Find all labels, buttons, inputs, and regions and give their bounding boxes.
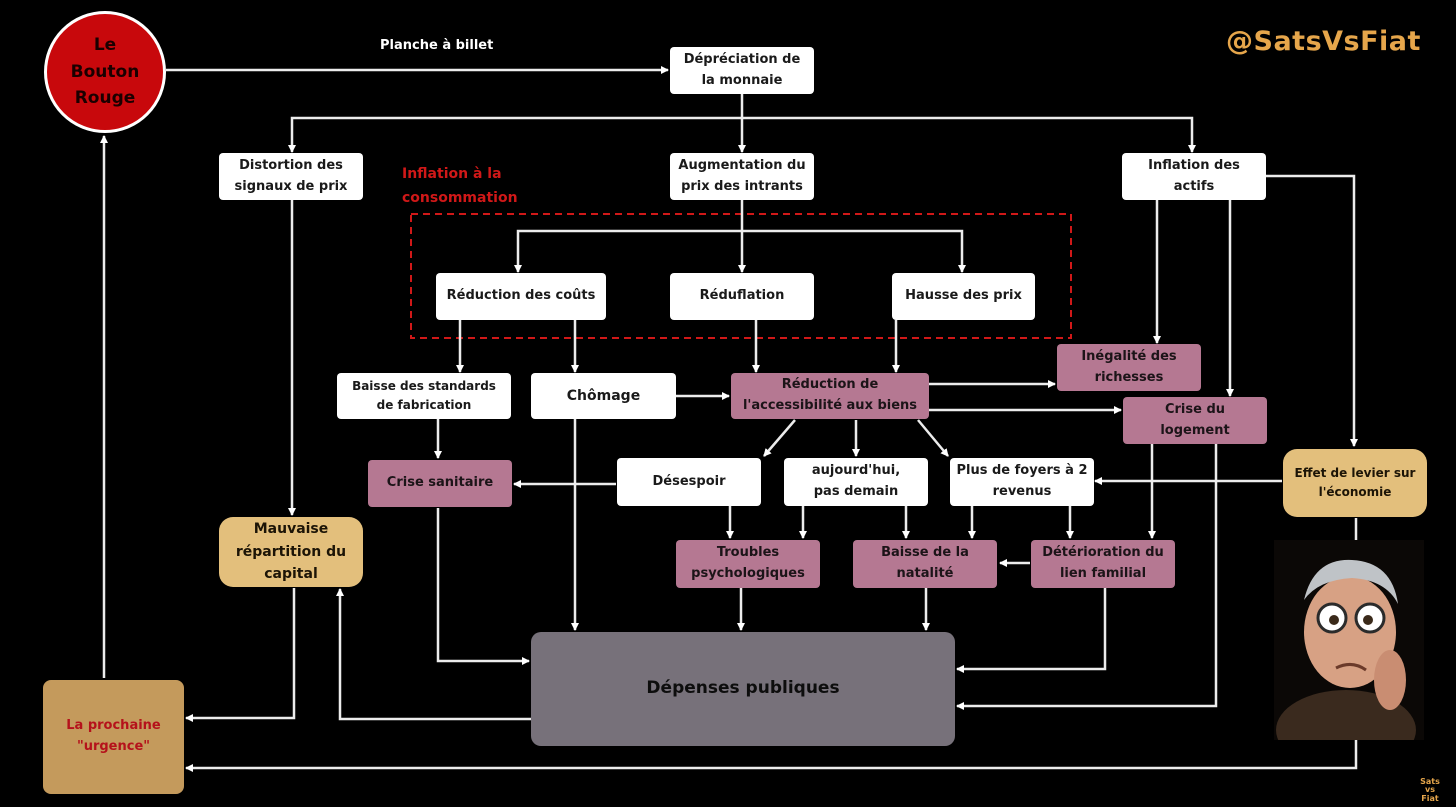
node-crise-logement: Crise du logement <box>1123 397 1267 444</box>
node-mauvaise-repartition: Mauvaise répartition du capital <box>219 517 363 587</box>
node-inflation-actifs: Inflation des actifs <box>1122 153 1266 200</box>
node-baisse-standards: Baisse des standards de fabrication <box>337 373 511 419</box>
arrow-group-hausse-prix <box>742 229 966 273</box>
arrow-access-desespoir <box>763 419 796 457</box>
node-hausse-prix: Hausse des prix <box>892 273 1035 320</box>
node-reduflation: Réduflation <box>670 273 814 320</box>
node-troubles: Troubles psychologiques <box>676 540 820 588</box>
arrow-bus-distortion <box>288 116 742 153</box>
node-chomage: Chômage <box>531 373 676 419</box>
arrow-logement-depenses <box>956 444 1218 710</box>
node-augmentation: Augmentation du prix des intrants <box>670 153 814 200</box>
arrow-bus-inflation-actifs <box>742 116 1196 153</box>
node-effet-levier: Effet de levier sur l'économie <box>1283 449 1427 517</box>
inflation-group-label: Inflation à la consommation <box>402 166 518 206</box>
red-button-node: Le Bouton Rouge <box>44 11 166 133</box>
node-depenses-publiques: Dépenses publiques <box>531 632 955 746</box>
arrow-mauvaise-urgence <box>185 588 296 722</box>
node-desespoir: Désespoir <box>617 458 761 506</box>
worried-old-man-icon <box>1274 540 1424 740</box>
arrow-group-reduction-couts <box>514 229 742 273</box>
arrow-access-foyers <box>917 419 949 457</box>
arrow-sanitaire-depenses <box>436 508 530 665</box>
node-depreciation: Dépréciation de la monnaie <box>670 47 814 94</box>
arrow-deterioration-depenses <box>956 588 1107 673</box>
node-foyers: Plus de foyers à 2 revenus <box>950 458 1094 506</box>
channel-watermark: @SatsVsFiat <box>1226 26 1421 57</box>
node-crise-sanitaire: Crise sanitaire <box>368 460 512 507</box>
node-baisse-natalite: Baisse de la natalité <box>853 540 997 588</box>
node-aujourdhui: aujourd'hui, pas demain <box>784 458 928 506</box>
arrow-actifs-levier <box>1266 174 1358 447</box>
node-deterioration: Détérioration du lien familial <box>1031 540 1175 588</box>
arrow-depenses-mauvaise <box>336 588 531 721</box>
node-distortion: Distortion des signaux de prix <box>219 153 363 200</box>
node-reduction-access: Réduction de l'accessibilité aux biens <box>731 373 929 419</box>
node-prochaine-urgence: La prochaine "urgence" <box>43 680 184 794</box>
node-inegalite: Inégalité des richesses <box>1057 344 1201 391</box>
corner-logo: Sats vs Fiat <box>1420 777 1440 803</box>
node-reduction-couts: Réduction des coûts <box>436 273 606 320</box>
planche-a-billet-label: Planche à billet <box>380 38 494 53</box>
